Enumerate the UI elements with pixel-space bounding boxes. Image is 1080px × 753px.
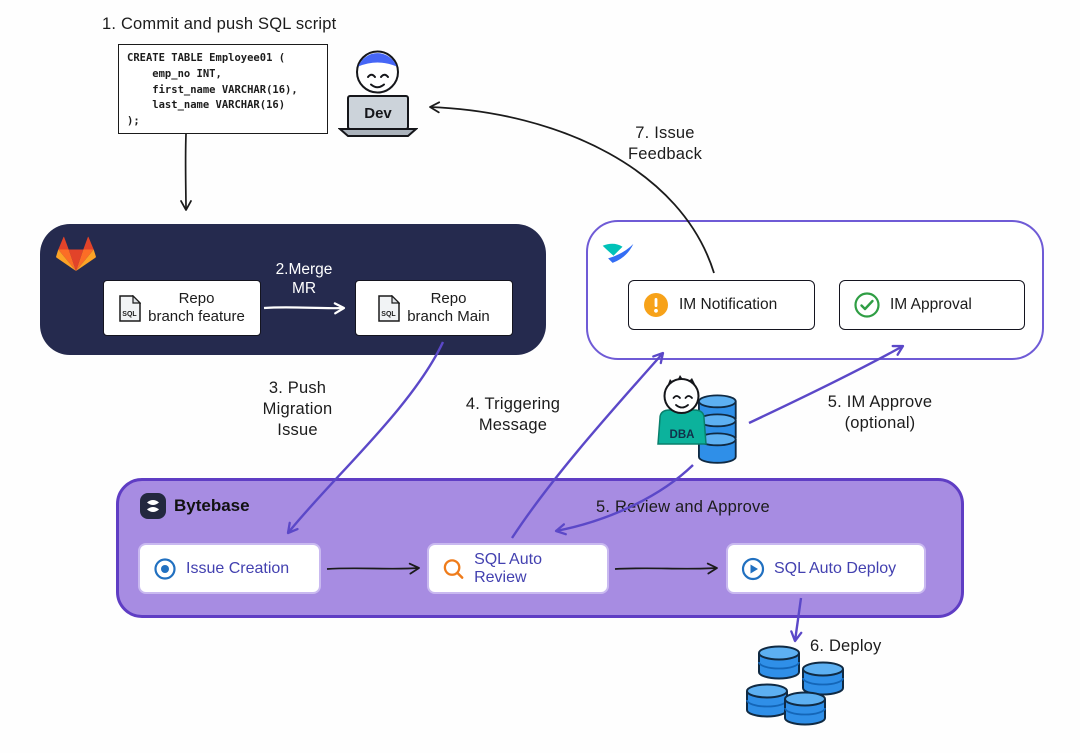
dev-smile	[370, 83, 385, 89]
step7-label: 7. Issue Feedback	[627, 124, 703, 164]
step6-label: 6. Deploy	[810, 637, 882, 655]
sql-auto-deploy-node: SQL Auto Deploy	[726, 543, 926, 594]
database-cylinder	[784, 691, 826, 726]
dev-label: Dev	[364, 105, 392, 122]
step3-label: 3. Push Migration Issue	[262, 379, 333, 440]
dba-label: DBA	[670, 429, 695, 441]
step5-im-approve-label: 5. IM Approve (optional)	[827, 393, 933, 433]
dba-smile	[675, 404, 689, 409]
sql-script-box: CREATE TABLE Employee01 ( emp_no INT, fi…	[118, 44, 328, 134]
dba-avatar: DBA	[652, 370, 752, 472]
database-cylinder	[698, 432, 737, 464]
magnifier-icon	[443, 558, 464, 579]
database-cylinder	[758, 645, 800, 680]
dba-eye-left	[672, 395, 681, 399]
repo-branch-feature-node: SQL Repo branch feature	[103, 280, 261, 336]
database-cylinder	[802, 661, 844, 696]
sql-file-icon: SQL	[119, 294, 142, 322]
dev-laptop-base	[337, 128, 419, 137]
sql-auto-review-node: SQL Auto Review	[427, 543, 609, 594]
notification-icon	[644, 293, 668, 317]
repo-branch-main-label: Repo branch Main	[407, 289, 490, 325]
step5-review-label: 5. Review and Approve	[596, 498, 770, 516]
dev-eye-right	[380, 73, 389, 78]
gitlab-logo-icon	[56, 236, 96, 279]
im-notification-label: IM Notification	[679, 296, 778, 313]
bytebase-title: Bytebase	[174, 496, 250, 515]
sql-file-icon: SQL	[378, 294, 401, 322]
dba-eye-right	[684, 395, 693, 399]
sql-file-label: SQL	[382, 311, 397, 318]
database-cylinder	[746, 683, 788, 718]
im-approval-node: IM Approval	[839, 280, 1025, 330]
im-approval-label: IM Approval	[890, 296, 972, 313]
dba-head	[663, 378, 700, 414]
lark-logo-icon	[600, 237, 636, 274]
im-notification-node: IM Notification	[628, 280, 815, 330]
repo-branch-main-node: SQL Repo branch Main	[355, 280, 513, 336]
step4-label: 4. Triggering Message	[465, 395, 561, 435]
play-deploy-icon	[741, 557, 765, 580]
dev-hair	[358, 53, 397, 67]
deploy-database-cluster	[744, 645, 854, 747]
bytebase-logo-icon	[139, 492, 167, 525]
approval-check-icon	[854, 292, 880, 318]
step1-label: 1. Commit and push SQL script	[102, 15, 337, 33]
repo-branch-feature-label: Repo branch feature	[148, 289, 245, 325]
sql-auto-review-label: SQL Auto Review	[474, 550, 542, 586]
issue-creation-icon	[154, 557, 176, 580]
sql-auto-deploy-label: SQL Auto Deploy	[774, 559, 897, 577]
sql-file-label: SQL	[122, 311, 137, 318]
dev-eye-left	[367, 73, 376, 78]
issue-creation-node: Issue Creation	[138, 543, 321, 594]
merge-mr-label: 2.Merge MR	[275, 261, 333, 298]
dev-avatar: Dev	[337, 36, 419, 138]
issue-creation-label: Issue Creation	[186, 559, 290, 577]
